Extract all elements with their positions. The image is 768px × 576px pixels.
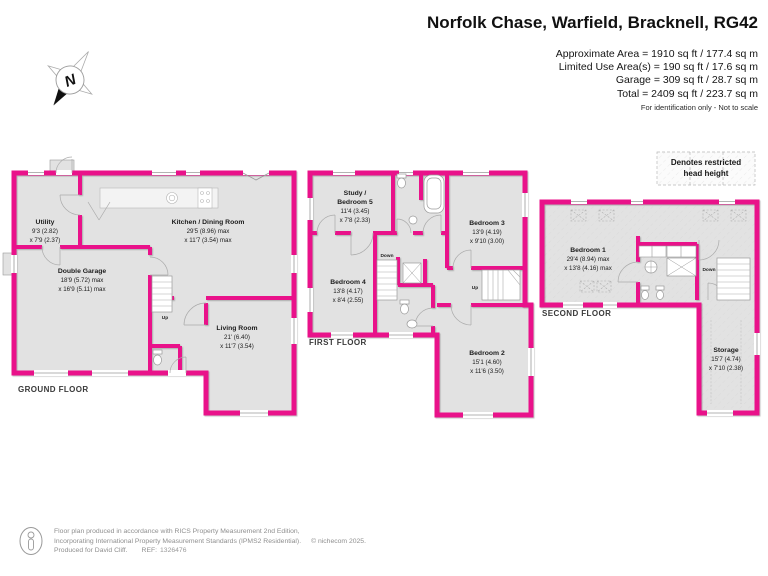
svg-text:13'9 (4.19): 13'9 (4.19) [472,229,501,236]
svg-text:Bedroom 3: Bedroom 3 [469,220,505,227]
windows [11,170,297,416]
limited-use-area: Limited Use Area(s) = 190 sq ft / 17.6 s… [558,61,758,74]
second-down-label: Down [702,267,715,273]
footer-credits: Floor plan produced in accordance with R… [54,527,366,556]
windows [307,170,534,418]
kitchen-units [99,187,219,209]
room-label-living: Living Room 21' (6.40) x 11'7 (3.54) [216,325,257,350]
room-label-bedroom4: Bedroom 4 13'8 (4.17) x 8'4 (2.55) [330,279,366,304]
total-area: Total = 2409 sq ft / 223.7 sq m [617,87,758,100]
bathroom-fixtures [396,173,445,329]
svg-text:13'8 (4.17): 13'8 (4.17) [333,288,362,295]
svg-text:x 7'9 (2.37): x 7'9 (2.37) [30,237,61,244]
svg-text:29'4 (8.94) max: 29'4 (8.94) max [567,256,611,263]
svg-text:x 11'7 (3.54): x 11'7 (3.54) [220,343,254,350]
room-label-study: Study / Bedroom 5 11'4 (3.45) x 7'8 (2.3… [337,190,373,224]
svg-text:Bedroom 4: Bedroom 4 [330,279,366,286]
area-summary: Approximate Area = 1910 sq ft / 177.4 sq… [556,48,758,101]
second-floor-plan: Denotes restricted head height [539,151,760,416]
svg-text:x 7'8 (2.33): x 7'8 (2.33) [340,217,371,224]
svg-text:x 11'6 (3.50): x 11'6 (3.50) [470,368,504,375]
first-floor-area [310,173,531,415]
first-down-label: Down [380,253,393,259]
stairs-down: Down [702,257,751,301]
svg-text:Bedroom 2: Bedroom 2 [469,350,505,357]
svg-text:x 8'4 (2.55): x 8'4 (2.55) [333,297,364,304]
svg-text:15'7 (4.74): 15'7 (4.74) [711,356,740,363]
room-label-bedroom3: Bedroom 3 13'9 (4.19) x 9'10 (3.00) [469,220,505,245]
svg-text:Bedroom 1: Bedroom 1 [570,247,606,254]
footer-line1: Floor plan produced in accordance with R… [54,528,300,535]
room-label-bedroom1: Bedroom 1 29'4 (8.94) max x 13'8 (4.16) … [564,247,613,272]
room-label-bedroom2: Bedroom 2 15'1 (4.60) x 11'6 (3.50) [469,350,505,375]
wc-toilet [152,349,163,366]
second-floor-label: SECOND FLOOR [542,309,611,318]
windows [563,199,760,416]
svg-text:29'5 (8.96) max: 29'5 (8.96) max [187,228,231,235]
compass-rose-icon: N [47,51,93,106]
page-title: Norfolk Chase, Warfield, Bracknell, RG42 [427,13,758,32]
svg-text:21' (6.40): 21' (6.40) [224,334,250,341]
svg-text:Utility: Utility [36,219,55,226]
room-label-garage: Double Garage 18'9 (5.72) max x 16'9 (5.… [58,268,107,293]
approximate-area: Approximate Area = 1910 sq ft / 177.4 sq… [555,48,758,60]
garage-area: Garage = 309 sq ft / 28.7 sq m [615,74,758,87]
shower-cubicle [402,262,422,284]
restricted-area-marks [570,209,747,404]
ref-label: REF: [141,547,158,554]
svg-text:head height: head height [684,169,729,178]
svg-text:Kitchen / Dining Room: Kitchen / Dining Room [172,219,245,226]
walls [539,199,760,416]
doors [316,214,472,327]
svg-text:Storage: Storage [713,347,739,354]
side-porch [2,252,13,276]
svg-text:9'3 (2.82): 9'3 (2.82) [32,228,58,235]
stairs-up: Up [151,275,173,321]
ground-up-label: Up [162,315,168,321]
room-label-kitchen: Kitchen / Dining Room 29'5 (8.96) max x … [172,219,245,244]
doors [41,156,207,374]
restricted-head-height-legend: Denotes restricted head height [656,151,756,186]
svg-text:x 7'10 (2.38): x 7'10 (2.38) [709,365,743,372]
ref-value: 1326476 [160,547,187,554]
footer-line3: Produced for David Cliff.REF:1326476 [54,547,187,554]
ground-floor-plan: Up Utility 9'3 (2.82) x 7'9 (2.37) Kitch… [2,156,297,416]
svg-text:18'9 (5.72) max: 18'9 (5.72) max [61,277,105,284]
svg-text:x 16'9 (5.11) max: x 16'9 (5.11) max [58,286,106,293]
bathroom-fixtures [640,257,697,300]
copyright: © nichecom 2025. [311,537,366,545]
room-label-storage: Storage 15'7 (4.74) x 7'10 (2.38) [709,347,743,372]
svg-text:x 13'8 (4.16) max: x 13'8 (4.16) max [564,265,613,272]
walls [11,170,297,416]
svg-text:15'1 (4.60): 15'1 (4.60) [472,359,501,366]
stairs-down: Down [376,253,398,301]
svg-text:Denotes restricted: Denotes restricted [671,158,741,167]
svg-text:11'4 (3.45): 11'4 (3.45) [341,208,370,215]
nichecom-logo-icon [19,527,43,555]
disclaimer-note: For identification only - Not to scale [640,103,758,112]
first-floor-plan: Down Up Study / Bedroom 5 11'4 (3.45) x … [307,170,534,418]
svg-text:Study /: Study / [344,190,367,197]
footer-line2: Incorporating International Property Mea… [54,537,366,545]
first-floor-label: FIRST FLOOR [309,338,367,347]
room-label-utility: Utility 9'3 (2.82) x 7'9 (2.37) [30,219,61,244]
first-up-label: Up [472,285,478,291]
svg-text:Bedroom 5: Bedroom 5 [337,199,373,206]
wardrobes [638,245,697,258]
stairs-up: Up [472,269,521,301]
svg-text:x 11'7 (3.54) max: x 11'7 (3.54) max [184,237,232,244]
ground-floor-label: GROUND FLOOR [18,385,89,394]
svg-text:x 9'10 (3.00): x 9'10 (3.00) [470,238,504,245]
svg-text:Living Room: Living Room [216,325,257,332]
svg-text:Double Garage: Double Garage [58,268,107,275]
